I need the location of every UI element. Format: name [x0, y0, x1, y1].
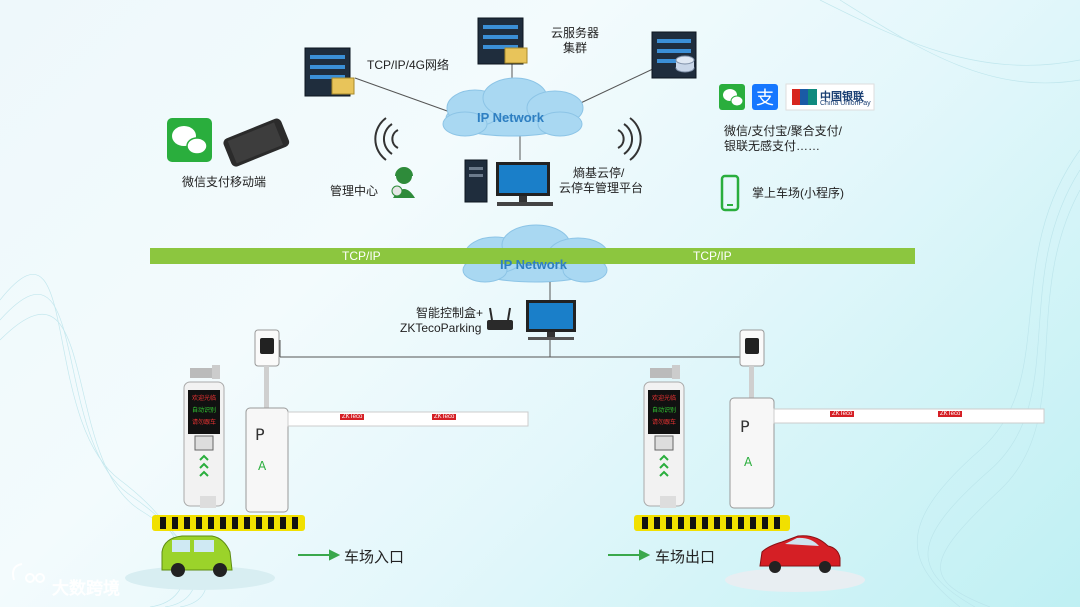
server-middle-icon: [477, 17, 528, 65]
payment-methods-label-1: 微信/支付宝/聚合支付/: [724, 124, 843, 138]
controller-label-2: ZKTecoParking: [400, 321, 482, 335]
entrance-barrier-gate: P A: [245, 407, 529, 513]
kiosk-line: 请勿跟车: [191, 420, 216, 426]
green-car-icon: [125, 535, 275, 590]
barrier-tag: ZKTeco: [340, 414, 365, 420]
wifi-right-icon: [617, 117, 642, 161]
svg-text:P: P: [740, 417, 750, 436]
tcpip-backbone-bar: [150, 248, 915, 264]
router-icon: [487, 307, 513, 330]
payment-methods-label-2: 银联无感支付……: [724, 139, 821, 153]
entrance-speed-bump: [152, 515, 305, 531]
server-left-icon: [304, 47, 355, 97]
mobile-phone-icon: [720, 174, 740, 212]
barrier-tag: ZKTeco: [432, 414, 457, 420]
tcpip-right-label: TCP/IP: [693, 249, 732, 263]
wechat-pay-icon: [719, 84, 745, 110]
entrance-label: 车场入口: [344, 549, 405, 566]
exit-speed-bump: [634, 515, 790, 531]
platform-label-2: 云停车管理平台: [559, 181, 644, 195]
exit-kiosk: [643, 365, 685, 508]
middle-network-lines: [279, 282, 751, 358]
kiosk-line: 欢迎光临: [651, 396, 676, 402]
alipay-icon: 支: [752, 84, 778, 110]
kiosk-line: 欢迎光临: [191, 396, 216, 402]
management-center-label: 管理中心: [330, 184, 379, 198]
smartphone-icon: [223, 118, 290, 167]
controller-label-1: 智能控制盒+: [416, 306, 484, 320]
barrier-tag: ZKTeco: [830, 411, 855, 417]
mobile-payment-label: 微信支付移动端: [182, 175, 267, 189]
svg-text:支: 支: [756, 88, 774, 109]
entrance-kiosk: [183, 365, 225, 508]
cloud-server-label-1: 云服务器: [551, 26, 600, 40]
exit-kiosk-screen: 欢迎光临 自动识别 请勿跟车: [649, 393, 679, 429]
cloud-server-label-2: 集群: [563, 41, 588, 55]
exit-camera-pole: [739, 329, 765, 406]
entrance-camera-pole: [254, 329, 280, 410]
workstation-middle-icon: [526, 300, 576, 340]
red-car-icon: [725, 535, 865, 592]
server-right-icon: [651, 31, 697, 79]
tcpip-left-label: TCP/IP: [342, 249, 381, 263]
workstation-top-icon: [464, 159, 553, 206]
kiosk-line: 请勿跟车: [651, 420, 676, 426]
brand-name: 大数跨境: [52, 579, 120, 598]
platform-label-1: 熵基云停/: [573, 166, 625, 180]
wifi-left-icon: [374, 117, 399, 161]
svg-text:A: A: [258, 459, 267, 473]
network-label: TCP/IP/4G网络: [367, 58, 450, 72]
wechat-app-icon: [167, 118, 212, 162]
entrance-kiosk-screen: 欢迎光临 自动识别 请勿跟车: [189, 393, 219, 429]
unionpay-cn-text: 中国银联: [820, 91, 864, 103]
exit-arrow-icon: [608, 549, 651, 561]
operator-headset-icon: [391, 167, 415, 198]
top-cloud-label: IP Network: [477, 110, 544, 125]
svg-text:A: A: [744, 455, 753, 469]
kiosk-line: 自动识别: [651, 408, 676, 414]
barrier-tag: ZKTeco: [938, 411, 963, 417]
kiosk-line: 自动识别: [191, 408, 216, 414]
svg-text:P: P: [255, 425, 265, 444]
unionpay-en-text: China UnionPay: [820, 100, 871, 107]
unionpay-logo: [785, 83, 875, 111]
middle-cloud-label: IP Network: [500, 257, 567, 272]
top-cloud: [442, 77, 584, 137]
brand-logo-icon: [12, 563, 45, 583]
exit-label: 车场出口: [655, 549, 716, 566]
mini-program-label: 掌上车场(小程序): [752, 186, 844, 200]
entrance-arrow-icon: [298, 549, 341, 561]
exit-barrier-gate: P A: [729, 397, 1045, 509]
